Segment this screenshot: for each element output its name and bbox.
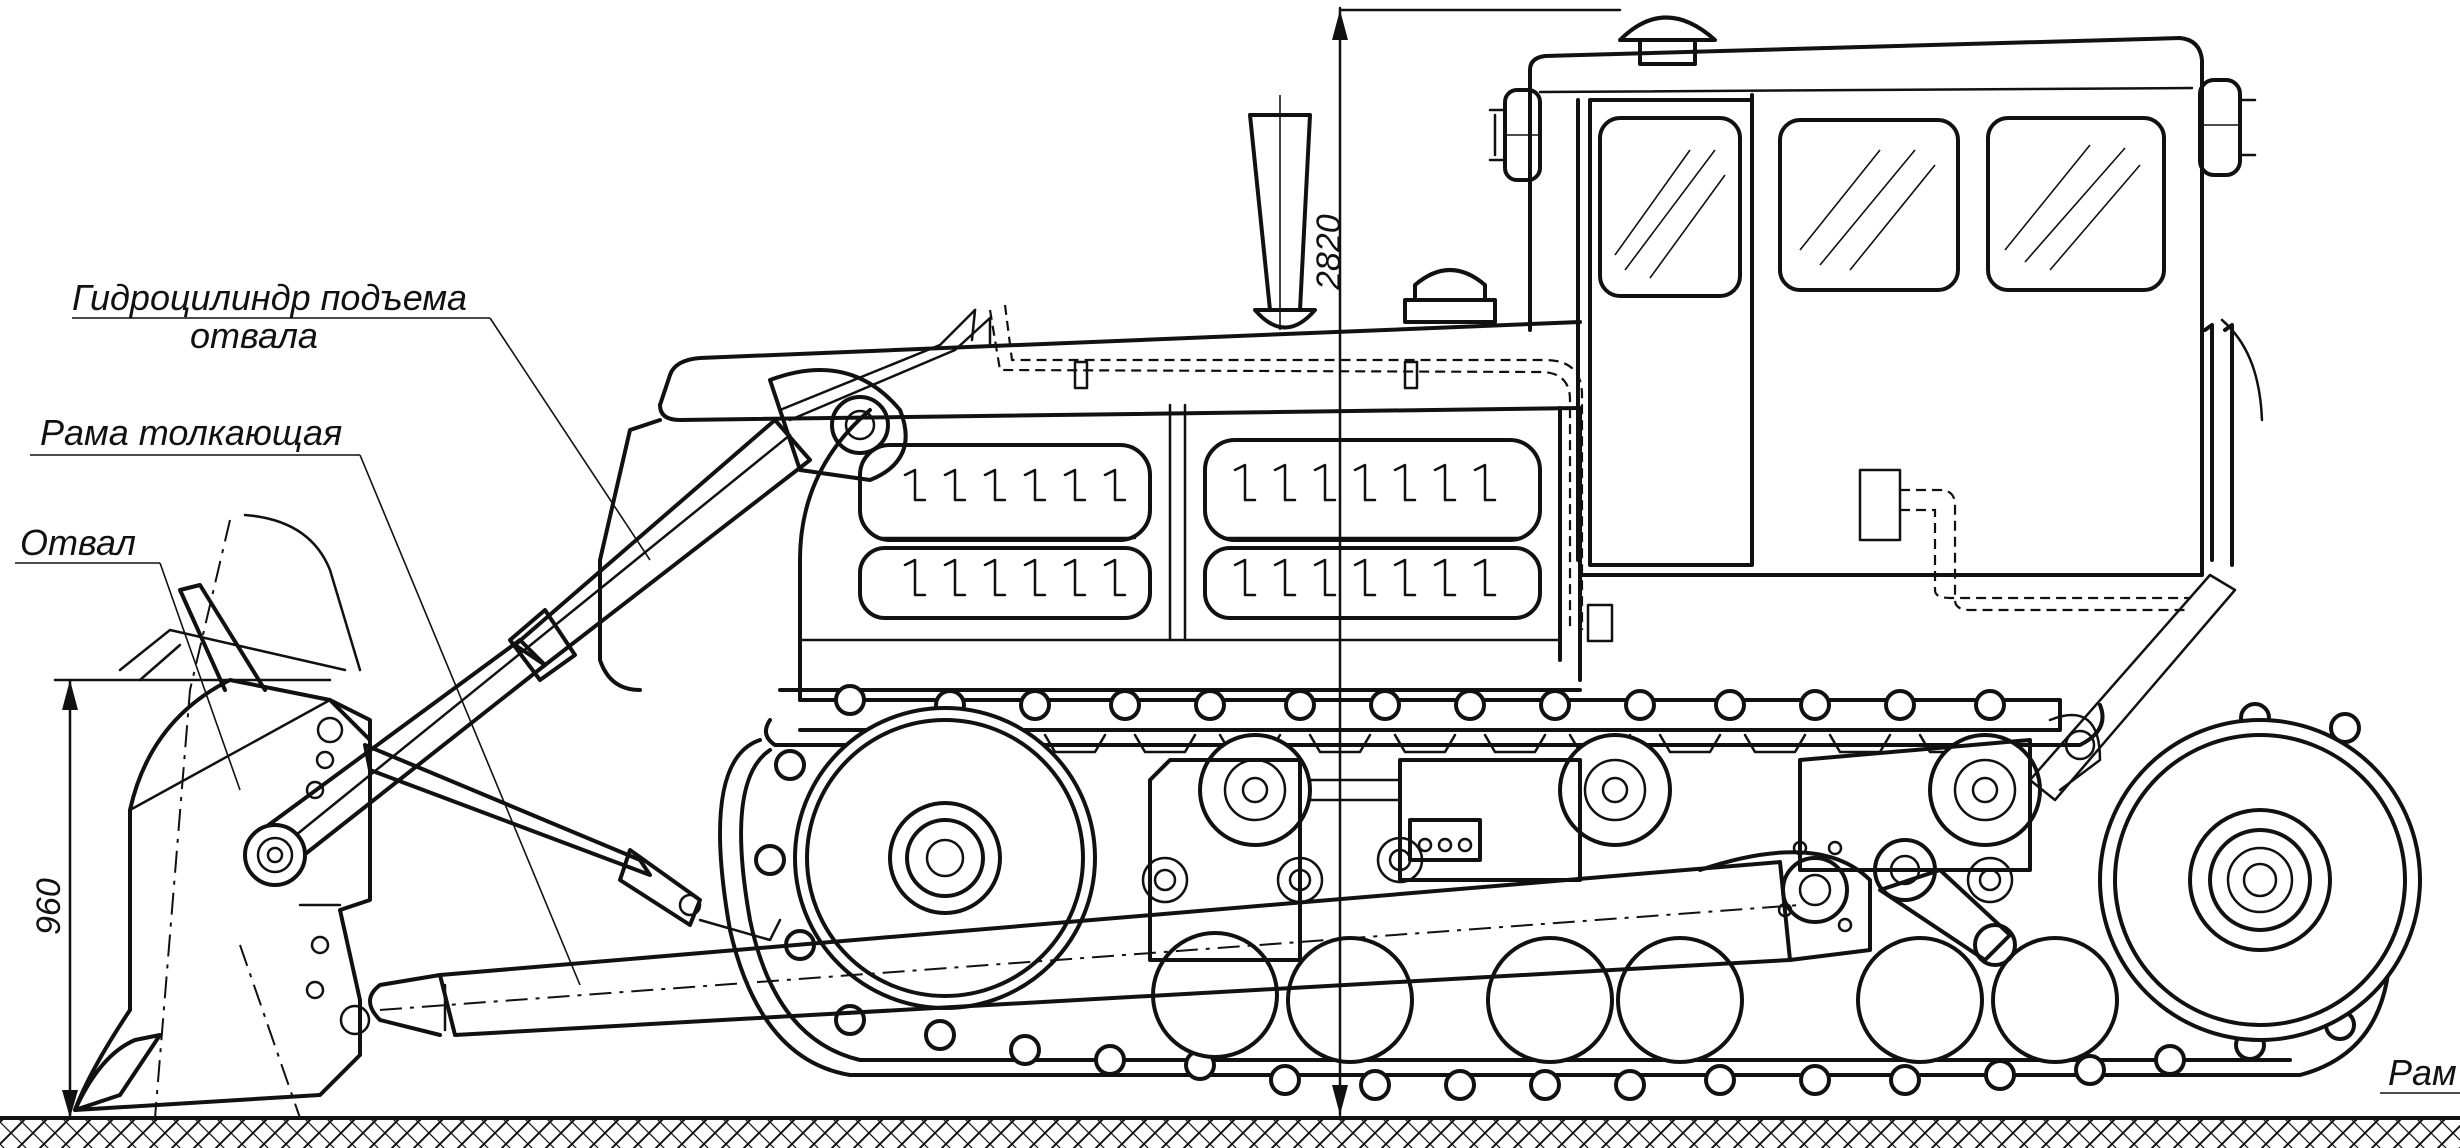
lift-cylinder — [243, 308, 992, 887]
cab-window-rear — [1986, 116, 2166, 292]
radiator-grill-front — [858, 443, 1152, 620]
radiator-grill-rear — [1203, 438, 1542, 620]
push-frame — [363, 743, 2017, 1037]
dimension-2820: 2820 — [1310, 6, 1622, 1117]
idler-wheel — [793, 706, 1097, 1010]
air-filter — [1413, 268, 1487, 302]
ground — [0, 1116, 2460, 1148]
label-push-frame-text: Рама толкающая — [40, 412, 342, 453]
blade — [73, 513, 372, 1119]
dimension-960: 960 — [30, 678, 332, 1120]
headlamp-rear — [2198, 78, 2257, 177]
dimension-2820-value: 2820 — [1310, 214, 1348, 291]
dimension-960-value: 960 — [30, 878, 68, 935]
label-blade: Отвал — [15, 522, 241, 791]
cab-window-middle — [1778, 118, 1960, 292]
label-push-frame: Рама толкающая — [30, 412, 581, 986]
support-rollers — [1198, 733, 2042, 847]
label-lift-cylinder-line2: отвала — [190, 315, 318, 356]
label-edge: Рам — [2380, 1052, 2460, 1094]
headlamp-front — [1488, 88, 1542, 182]
track-rollers — [1151, 931, 2119, 1064]
cab-window-door — [1598, 116, 1742, 298]
label-lift-cylinder: Гидроцилиндр подъема отвала — [72, 277, 651, 561]
label-lift-cylinder-line1: Гидроцилиндр подъема — [72, 277, 467, 318]
engine-hood — [598, 95, 1614, 702]
drive-sprocket — [2098, 718, 2422, 1042]
label-edge-text: Рам — [2388, 1052, 2457, 1093]
label-blade-text: Отвал — [20, 522, 136, 563]
rear-arm — [2028, 573, 2237, 802]
cab — [1488, 15, 2264, 612]
